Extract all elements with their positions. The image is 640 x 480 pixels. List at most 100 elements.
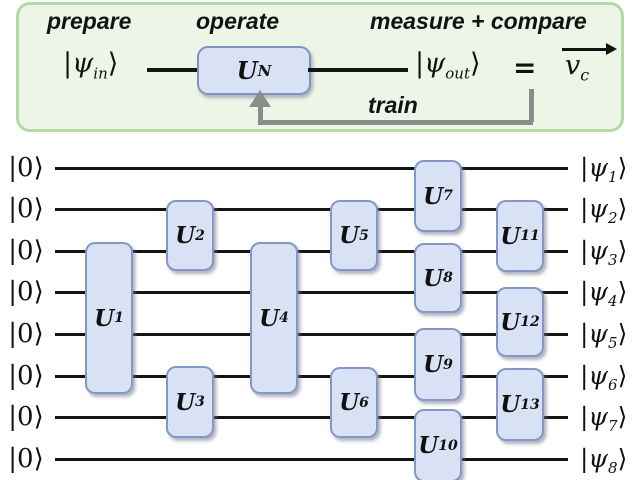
gate-subscript: 10 bbox=[438, 437, 458, 454]
stage-label-measure-compare: measure + compare bbox=[370, 8, 587, 34]
output-ket-4: |ψ4⟩ bbox=[580, 275, 640, 310]
psi-out-symbol: |ψ bbox=[415, 48, 446, 79]
output-closing-bracket: ⟩ bbox=[617, 361, 628, 390]
output-subscript: 5 bbox=[608, 334, 618, 352]
output-closing-bracket: ⟩ bbox=[617, 153, 628, 182]
equals-sign: = bbox=[513, 51, 537, 84]
output-ket-6: |ψ6⟩ bbox=[580, 359, 640, 394]
input-ket-7: |0⟩ bbox=[8, 402, 44, 432]
gate-label: U bbox=[500, 308, 521, 336]
gate-label: U bbox=[500, 222, 521, 250]
gate-label: U bbox=[339, 222, 360, 249]
gate-subscript: 12 bbox=[520, 314, 540, 330]
gate-subscript: 9 bbox=[443, 356, 453, 373]
output-subscript: 6 bbox=[608, 376, 618, 394]
output-subscript: 1 bbox=[608, 168, 618, 186]
vc-subscript: c bbox=[580, 65, 590, 85]
qubit-wire-3 bbox=[55, 250, 568, 253]
qubit-wire-8 bbox=[55, 458, 568, 461]
input-ket-3: |0⟩ bbox=[8, 236, 44, 266]
input-ket-2: |0⟩ bbox=[8, 194, 44, 224]
gate-label: U bbox=[500, 391, 521, 418]
classification-vector: vc bbox=[565, 51, 589, 90]
wire-segment-left bbox=[147, 68, 199, 72]
output-subscript: 7 bbox=[608, 417, 618, 435]
gate-un-subscript: N bbox=[257, 61, 272, 80]
gate-subscript: 2 bbox=[195, 227, 205, 244]
gate-label: U bbox=[175, 222, 196, 249]
input-ket-4: |0⟩ bbox=[8, 277, 44, 307]
qubit-wire-5 bbox=[55, 333, 568, 336]
output-closing-bracket: ⟩ bbox=[617, 319, 628, 348]
output-closing-bracket: ⟩ bbox=[617, 444, 628, 473]
gate-label: U bbox=[423, 264, 444, 292]
qubit-wire-1 bbox=[55, 167, 568, 170]
gate-subscript: 7 bbox=[443, 188, 453, 204]
output-closing-bracket: ⟩ bbox=[617, 194, 628, 223]
qubit-wire-2 bbox=[55, 208, 568, 211]
output-symbol: |ψ bbox=[580, 444, 609, 473]
output-symbol: |ψ bbox=[580, 236, 609, 265]
gate-un-label: U bbox=[236, 56, 258, 85]
stage-label-prepare: prepare bbox=[47, 8, 132, 34]
psi-out-subscript: out bbox=[445, 64, 471, 83]
feedback-line-stub bbox=[258, 106, 263, 122]
input-ket-5: |0⟩ bbox=[8, 319, 44, 349]
gate-label: U bbox=[259, 304, 280, 332]
output-symbol: |ψ bbox=[580, 402, 609, 431]
gate-label: U bbox=[175, 388, 196, 416]
output-symbol: |ψ bbox=[580, 361, 609, 390]
psi-in-subscript: in bbox=[93, 64, 108, 83]
gate-subscript: 1 bbox=[114, 310, 124, 326]
input-ket-6: |0⟩ bbox=[8, 361, 44, 391]
output-ket-7: |ψ7⟩ bbox=[580, 400, 640, 435]
output-ket-5: |ψ5⟩ bbox=[580, 317, 640, 352]
gate-label: U bbox=[94, 304, 115, 332]
gate-subscript: 11 bbox=[520, 228, 540, 244]
wire-segment-right bbox=[308, 68, 408, 72]
psi-out-closing-bracket: ⟩ bbox=[470, 48, 481, 79]
vc-symbol: v bbox=[565, 50, 581, 81]
psi-in-ket: |ψin⟩ bbox=[63, 49, 118, 88]
gate-subscript: 5 bbox=[359, 227, 369, 244]
gate-subscript: 6 bbox=[359, 394, 369, 411]
output-subscript: 3 bbox=[608, 251, 618, 269]
vector-arrow-icon bbox=[562, 48, 608, 51]
qubit-wire-6 bbox=[55, 375, 568, 378]
output-symbol: |ψ bbox=[580, 319, 609, 348]
output-subscript: 2 bbox=[608, 209, 618, 227]
output-ket-2: |ψ2⟩ bbox=[580, 192, 640, 227]
qubit-wire-4 bbox=[55, 291, 568, 294]
gate-subscript: 4 bbox=[279, 310, 289, 326]
feedback-line-right bbox=[529, 89, 534, 122]
gate-label: U bbox=[418, 432, 439, 459]
gate-label: U bbox=[339, 389, 360, 416]
gate-subscript: 13 bbox=[520, 396, 540, 413]
input-ket-1: |0⟩ bbox=[8, 153, 44, 183]
gate-subscript: 3 bbox=[195, 394, 205, 410]
psi-in-closing-bracket: ⟩ bbox=[107, 48, 119, 79]
gate-label: U bbox=[423, 182, 444, 210]
output-symbol: |ψ bbox=[580, 277, 609, 306]
gate-label: U bbox=[423, 351, 444, 378]
output-closing-bracket: ⟩ bbox=[617, 236, 628, 265]
output-closing-bracket: ⟩ bbox=[617, 402, 628, 431]
train-label: train bbox=[368, 92, 418, 118]
gate-subscript: 8 bbox=[443, 270, 453, 286]
output-symbol: |ψ bbox=[580, 194, 609, 223]
output-subscript: 4 bbox=[608, 292, 618, 310]
psi-in-symbol: |ψ bbox=[63, 48, 94, 79]
